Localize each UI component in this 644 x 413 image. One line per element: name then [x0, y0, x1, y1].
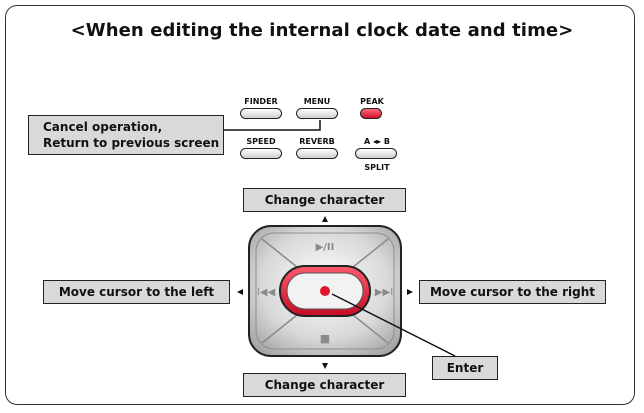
speed-button[interactable] [240, 148, 282, 159]
peak-indicator [360, 108, 382, 119]
finder-caption: FINDER [244, 97, 278, 106]
callout-change-character-top: Change character [243, 188, 406, 212]
enter-leader-line [331, 293, 456, 357]
callout-move-right: Move cursor to the right [419, 280, 606, 304]
reverb-caption: REVERB [299, 137, 335, 146]
arrow-up-icon [322, 216, 328, 222]
ab-caption: A ◂▸ B [364, 137, 390, 146]
finder-button[interactable] [240, 108, 282, 119]
rewind-icon: I◀◀ [257, 287, 276, 298]
callout-cancel-line2: Return to previous screen [43, 136, 220, 150]
forward-icon: ▶▶I [375, 287, 393, 298]
reverb-button[interactable] [296, 148, 338, 159]
arrow-left-icon [237, 289, 243, 295]
callout-cancel: Cancel operation, Return to previous scr… [28, 115, 224, 155]
play-pause-icon: ▶/II [316, 242, 335, 253]
arrow-right-icon [407, 289, 413, 295]
arrow-down-icon [322, 363, 328, 369]
callout-enter: Enter [432, 356, 498, 380]
speed-caption: SPEED [246, 137, 276, 146]
record-dot-icon [320, 286, 330, 296]
peak-caption: PEAK [360, 97, 384, 106]
split-caption: SPLIT [364, 163, 390, 172]
cancel-leader-line [224, 120, 321, 131]
callout-cancel-line1: Cancel operation, [43, 120, 163, 134]
ab-split-button[interactable] [355, 148, 397, 159]
menu-button[interactable] [296, 108, 338, 119]
stop-icon: ■ [320, 332, 330, 345]
callout-change-character-bottom: Change character [243, 373, 406, 397]
menu-caption: MENU [303, 97, 331, 106]
callout-move-left: Move cursor to the left [43, 280, 230, 304]
diagram-title: <When editing the internal clock date an… [70, 20, 574, 41]
